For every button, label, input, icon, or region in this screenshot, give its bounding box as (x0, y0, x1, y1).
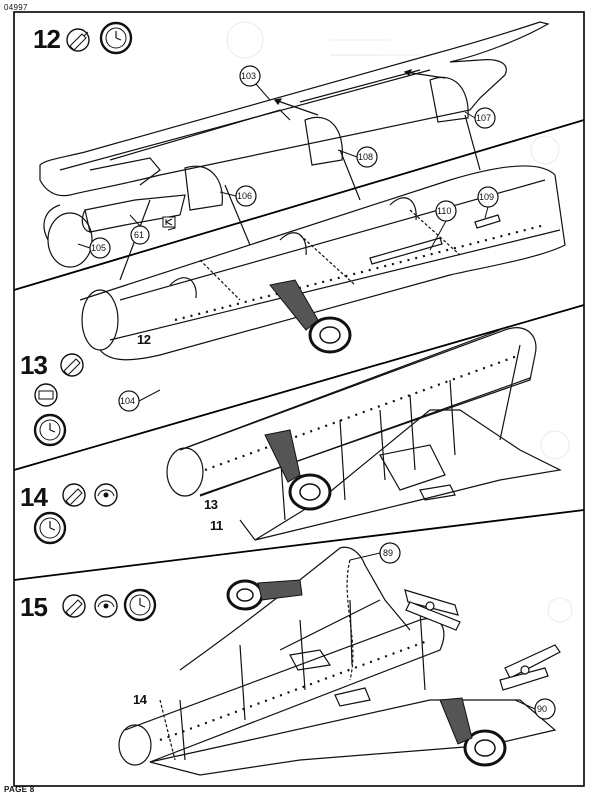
clamp-icon (404, 589, 461, 631)
page-number: PAGE 8 (4, 785, 35, 794)
marker-k-glyph (165, 218, 173, 226)
document-code: 04997 (4, 3, 28, 12)
step-number-12: 12 (33, 24, 61, 54)
part-label-13: 13 (204, 497, 218, 512)
glue-tube-icon (60, 353, 84, 377)
step-number-15: 15 (20, 592, 48, 622)
divider-14-15 (13, 509, 585, 581)
step-12-drawing (39, 21, 566, 361)
callout-109: 109 (479, 192, 495, 202)
callout-61: 61 (134, 230, 145, 240)
drying-clock-icon (33, 511, 67, 545)
callout-106: 106 (237, 191, 253, 201)
callout-circles (89, 65, 556, 720)
drying-clock-icon (99, 21, 133, 55)
clamp-icon (94, 594, 118, 618)
callout-89: 89 (383, 548, 394, 558)
drying-clock-icon (33, 413, 67, 447)
clamp-icon (94, 483, 118, 507)
marker-k-icon (162, 216, 176, 228)
glue-tube-icon (62, 594, 86, 618)
clamp-icon (499, 644, 561, 691)
step-number-14: 14 (20, 482, 48, 512)
callout-110: 110 (437, 206, 452, 216)
tape-roll-icon (264, 429, 332, 511)
glue-tube-icon (66, 28, 90, 52)
divider-13-14 (13, 304, 585, 471)
decal-water-icon (34, 383, 58, 407)
step-13-drawing (166, 327, 562, 541)
step-number-13: 13 (20, 350, 48, 380)
callout-104: 104 (120, 396, 136, 406)
glue-tube-icon (62, 483, 86, 507)
part-label-14: 14 (133, 692, 147, 707)
part-label-12: 12 (137, 332, 151, 347)
callout-107: 107 (476, 113, 492, 123)
show-through-ghost (226, 21, 573, 623)
drying-clock-icon (123, 588, 157, 622)
part-label-11: 11 (210, 518, 223, 533)
tape-roll-icon (269, 279, 352, 354)
callout-leaders (77, 83, 536, 710)
page-frame (13, 11, 585, 787)
tape-roll-icon (439, 697, 507, 767)
callout-103: 103 (241, 71, 257, 81)
tape-roll-icon (226, 579, 303, 611)
callout-108: 108 (358, 152, 374, 162)
callout-90: 90 (537, 704, 548, 714)
divider-12-13 (13, 119, 585, 291)
callout-105: 105 (91, 243, 107, 253)
